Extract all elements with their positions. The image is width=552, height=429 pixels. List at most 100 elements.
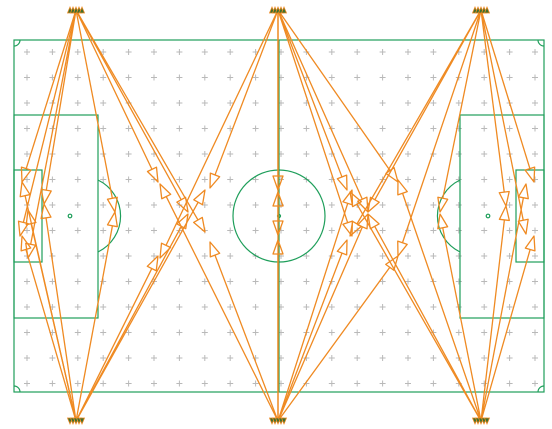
- grid-marker: [125, 74, 132, 81]
- arrow-head: [367, 213, 380, 230]
- grid-marker: [430, 100, 437, 106]
- grid-marker: [74, 227, 81, 234]
- grid-marker: [100, 176, 107, 183]
- grid-marker: [506, 176, 513, 183]
- grid-marker: [506, 227, 513, 234]
- arrow-head: [209, 241, 221, 258]
- grid-marker: [252, 74, 259, 81]
- grid-marker: [201, 329, 208, 336]
- grid-marker: [201, 278, 208, 285]
- arrow-shaft: [165, 196, 279, 422]
- grid-marker: [24, 304, 30, 310]
- right-goal-area: [515, 169, 545, 263]
- arrow-shaft: [30, 9, 77, 245]
- arrow-head: [19, 181, 31, 198]
- grid-marker: [430, 227, 437, 234]
- grid-marker: [532, 355, 538, 361]
- grid-marker: [532, 74, 538, 81]
- right-penalty-area: [459, 114, 545, 319]
- grid-marker: [328, 355, 335, 361]
- arrow-head: [20, 166, 32, 183]
- grid-marker: [151, 355, 157, 361]
- arrow-shaft: [480, 249, 531, 422]
- grid-marker: [100, 227, 107, 234]
- grid-marker: [125, 176, 132, 183]
- corner-arc-bottom-right: [537, 385, 545, 393]
- arrow-shaft: [277, 226, 364, 422]
- grid-marker: [227, 151, 234, 157]
- arrow-shaft: [442, 9, 482, 199]
- grid-marker: [176, 380, 183, 387]
- arrow-shaft: [75, 9, 182, 201]
- grid-markers: [24, 49, 538, 387]
- anchor-marker: [483, 5, 491, 14]
- arrow-head: [437, 213, 449, 230]
- grid-marker: [125, 227, 132, 234]
- arrow-head: [524, 166, 536, 183]
- grid-marker: [405, 176, 411, 183]
- grid-marker: [532, 100, 538, 106]
- grid-marker: [532, 151, 538, 157]
- grid-marker: [354, 176, 361, 183]
- grid-marker: [176, 253, 183, 259]
- grid-marker: [49, 278, 56, 285]
- grid-marker: [176, 278, 183, 285]
- arrow-head: [40, 203, 52, 220]
- arrow-head: [146, 255, 159, 272]
- grid-marker: [405, 304, 411, 310]
- grid-marker: [151, 329, 157, 336]
- grid-marker: [201, 49, 208, 55]
- grid-marker: [227, 355, 234, 361]
- arrow-head: [397, 179, 408, 196]
- grid-marker: [252, 202, 259, 208]
- arrow-shaft: [75, 9, 113, 199]
- corner-arc-top-left: [13, 39, 21, 47]
- arrow-head: [193, 189, 206, 206]
- grid-marker: [303, 202, 310, 208]
- grid-marker: [252, 100, 259, 106]
- grid-marker: [201, 355, 208, 361]
- grid-marker: [481, 125, 488, 132]
- arrow-shaft: [277, 203, 349, 422]
- grid-marker: [176, 100, 183, 106]
- grid-marker: [227, 253, 234, 259]
- grid-marker: [151, 74, 157, 81]
- grid-marker: [74, 100, 81, 106]
- arrow-shaft: [480, 9, 524, 221]
- grid-marker: [532, 202, 538, 208]
- grid-marker: [151, 49, 157, 55]
- grid-marker: [49, 380, 56, 387]
- arrow-shaft: [75, 226, 182, 422]
- grid-marker: [354, 49, 361, 55]
- grid-marker: [379, 278, 386, 285]
- corner-arc-bottom-left: [13, 385, 21, 393]
- grid-marker: [74, 278, 81, 285]
- grid-marker: [24, 151, 30, 157]
- grid-marker: [430, 202, 437, 208]
- anchor-marker: [78, 417, 86, 426]
- grid-marker: [227, 100, 234, 106]
- arrow-shaft: [374, 225, 482, 422]
- grid-marker: [74, 125, 81, 132]
- grid-marker: [227, 74, 234, 81]
- grid-marker: [379, 74, 386, 81]
- grid-marker: [74, 355, 81, 361]
- grid-marker: [354, 380, 361, 387]
- grid-marker: [100, 304, 107, 310]
- grid-marker: [74, 329, 81, 336]
- grid-marker: [24, 176, 30, 183]
- arrow-head: [397, 240, 408, 257]
- grid-marker: [24, 100, 30, 106]
- grid-marker: [227, 380, 234, 387]
- grid-marker: [481, 74, 488, 81]
- grid-marker: [100, 278, 107, 285]
- grid-marker: [481, 253, 488, 259]
- grid-marker: [227, 227, 234, 234]
- grid-marker: [430, 304, 437, 310]
- arrow-shaft: [480, 219, 506, 422]
- grid-marker: [24, 380, 30, 387]
- grid-marker: [303, 151, 310, 157]
- grid-marker: [303, 253, 310, 259]
- grid-marker: [125, 125, 132, 132]
